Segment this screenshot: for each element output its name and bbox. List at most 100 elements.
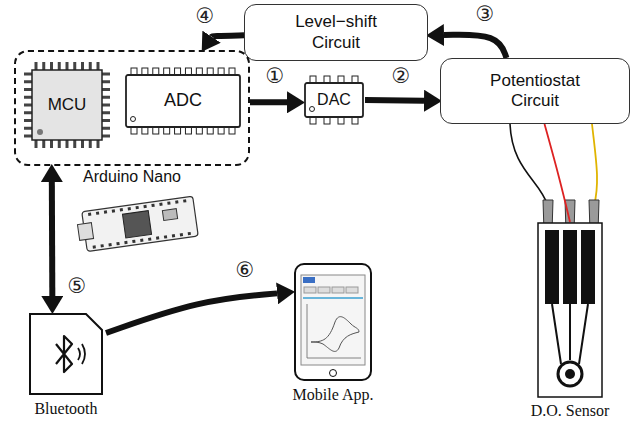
pin — [35, 62, 38, 70]
pin — [102, 96, 110, 99]
pin — [73, 140, 76, 148]
board-button — [162, 209, 177, 221]
pin — [42, 140, 45, 148]
nano-board — [76, 196, 198, 252]
app-button — [332, 287, 344, 293]
wire — [545, 124, 571, 222]
chip-body — [305, 83, 363, 117]
pin — [24, 119, 32, 122]
pin — [97, 140, 100, 148]
pin — [50, 62, 53, 70]
dac-chip: DAC — [303, 76, 365, 124]
pin — [100, 244, 103, 247]
electrode-traces — [552, 304, 588, 364]
pin — [89, 140, 92, 148]
pin — [102, 135, 110, 138]
pin — [102, 111, 110, 114]
pin — [102, 73, 110, 76]
mobile-phone: Mobile App. — [293, 262, 373, 382]
pin — [73, 62, 76, 70]
pin — [143, 205, 146, 208]
pin — [24, 104, 32, 107]
sensor-wire-black — [510, 124, 548, 206]
pin — [35, 140, 38, 148]
pin — [167, 201, 170, 204]
pin — [24, 96, 32, 99]
board-chip — [122, 211, 151, 238]
pin — [24, 73, 32, 76]
pin — [66, 140, 69, 148]
circuit-box: Level−shift Circuit — [244, 4, 428, 61]
flow-arrow — [365, 97, 424, 104]
pin — [81, 62, 84, 70]
callout-number: ⑤ — [64, 274, 90, 298]
app-tab-line — [303, 297, 363, 299]
pin — [24, 135, 32, 138]
pin — [50, 140, 53, 148]
pin — [97, 62, 100, 70]
header-pins — [88, 199, 191, 248]
pin — [102, 119, 110, 122]
home-button — [330, 370, 337, 377]
pin — [108, 243, 111, 246]
pin-one-dot — [37, 129, 43, 135]
node-text: ADC — [164, 90, 202, 112]
app-button — [346, 287, 358, 293]
text-box: DAC — [303, 76, 365, 124]
shape-outline — [26, 312, 106, 396]
board-outline — [82, 196, 198, 251]
pin — [88, 213, 91, 216]
pin — [102, 88, 110, 91]
node-label: Bluetooth — [34, 400, 97, 418]
pin — [188, 232, 191, 235]
pin — [132, 240, 135, 243]
pin — [148, 237, 151, 240]
callout-number: ④ — [192, 4, 218, 28]
shape-outline — [293, 262, 373, 382]
flow-arrow — [250, 99, 287, 105]
node-text: MCU — [48, 95, 87, 115]
do-sensor: D.O. Sensor — [537, 222, 603, 398]
adc-chip: ADC — [124, 68, 242, 134]
pin-one-dot — [131, 117, 136, 122]
electrode-pad — [563, 230, 577, 304]
plot-axes — [307, 304, 361, 358]
flow-arrow — [212, 35, 244, 36]
flow-arrow — [444, 35, 507, 58]
pin — [104, 210, 107, 213]
pin — [24, 127, 32, 130]
pin — [24, 80, 32, 83]
phone-body — [295, 264, 371, 380]
electrode-center — [565, 369, 575, 379]
sensor-wire-yellow — [592, 124, 597, 206]
module-outline — [30, 314, 102, 394]
pin — [140, 239, 143, 242]
pin — [175, 200, 178, 203]
electrode-pad — [545, 230, 559, 304]
callout-number: ③ — [472, 2, 498, 26]
flow-arrow — [106, 293, 277, 333]
phone-screen — [301, 275, 365, 365]
pin — [102, 80, 110, 83]
node-label: Mobile App. — [293, 386, 374, 404]
pin — [159, 203, 162, 206]
text-box: Level−shift Circuit — [245, 5, 427, 60]
node-text: DAC — [317, 90, 351, 109]
pin — [58, 62, 61, 70]
callout-number: ② — [388, 64, 414, 88]
text-box: Potentiostat Circuit — [441, 59, 629, 123]
cv-curve — [311, 317, 359, 352]
text-box: ADC — [124, 68, 242, 134]
pin — [151, 204, 154, 207]
app-button — [304, 287, 316, 293]
electrode-pad — [581, 230, 595, 304]
pin — [96, 211, 99, 214]
pin — [81, 140, 84, 148]
node-label: Arduino Nano — [83, 168, 181, 186]
text-box: MCU — [24, 62, 110, 148]
pin — [93, 245, 96, 248]
bluetooth-symbol — [56, 336, 72, 372]
pin — [66, 62, 69, 70]
pin — [172, 234, 175, 237]
usb-port — [77, 223, 93, 241]
